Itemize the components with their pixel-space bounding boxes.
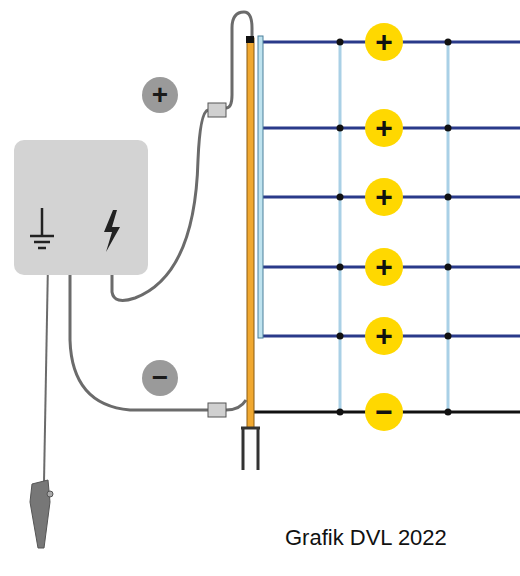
minus-cable <box>226 400 246 410</box>
plus-marker: + <box>365 23 403 61</box>
plus-terminal: + <box>142 77 178 113</box>
plus-marker: + <box>365 317 403 355</box>
credit-label: Grafik DVL 2022 <box>285 525 447 551</box>
live-wire <box>262 42 520 336</box>
ground-cable <box>44 262 48 482</box>
sign-text: − <box>375 397 393 427</box>
plus-marker: + <box>365 178 403 216</box>
post-cap <box>246 36 254 43</box>
wire-knot <box>337 39 452 416</box>
insulator-bar <box>258 36 263 338</box>
fence-post <box>247 38 254 428</box>
sign-text: − <box>152 364 168 392</box>
energizer-box <box>14 140 148 275</box>
cable-connector <box>208 403 226 417</box>
plus-marker: + <box>365 248 403 286</box>
sign-text: + <box>375 113 393 143</box>
cable-connector <box>208 103 226 117</box>
sign-text: + <box>152 81 168 109</box>
ground-symbol <box>30 208 54 248</box>
net-strut <box>340 42 448 412</box>
sign-text: + <box>375 27 393 57</box>
post-spike <box>241 428 260 470</box>
sign-text: + <box>375 182 393 212</box>
minus-terminal: − <box>142 360 178 396</box>
minus-marker: − <box>365 393 403 431</box>
sign-text: + <box>375 321 393 351</box>
plus-marker: + <box>365 109 403 147</box>
sign-text: + <box>375 252 393 282</box>
ground-clamp <box>47 491 53 497</box>
lightning-symbol <box>104 210 120 252</box>
ground-rod <box>30 480 50 548</box>
minus-cable <box>70 262 208 410</box>
